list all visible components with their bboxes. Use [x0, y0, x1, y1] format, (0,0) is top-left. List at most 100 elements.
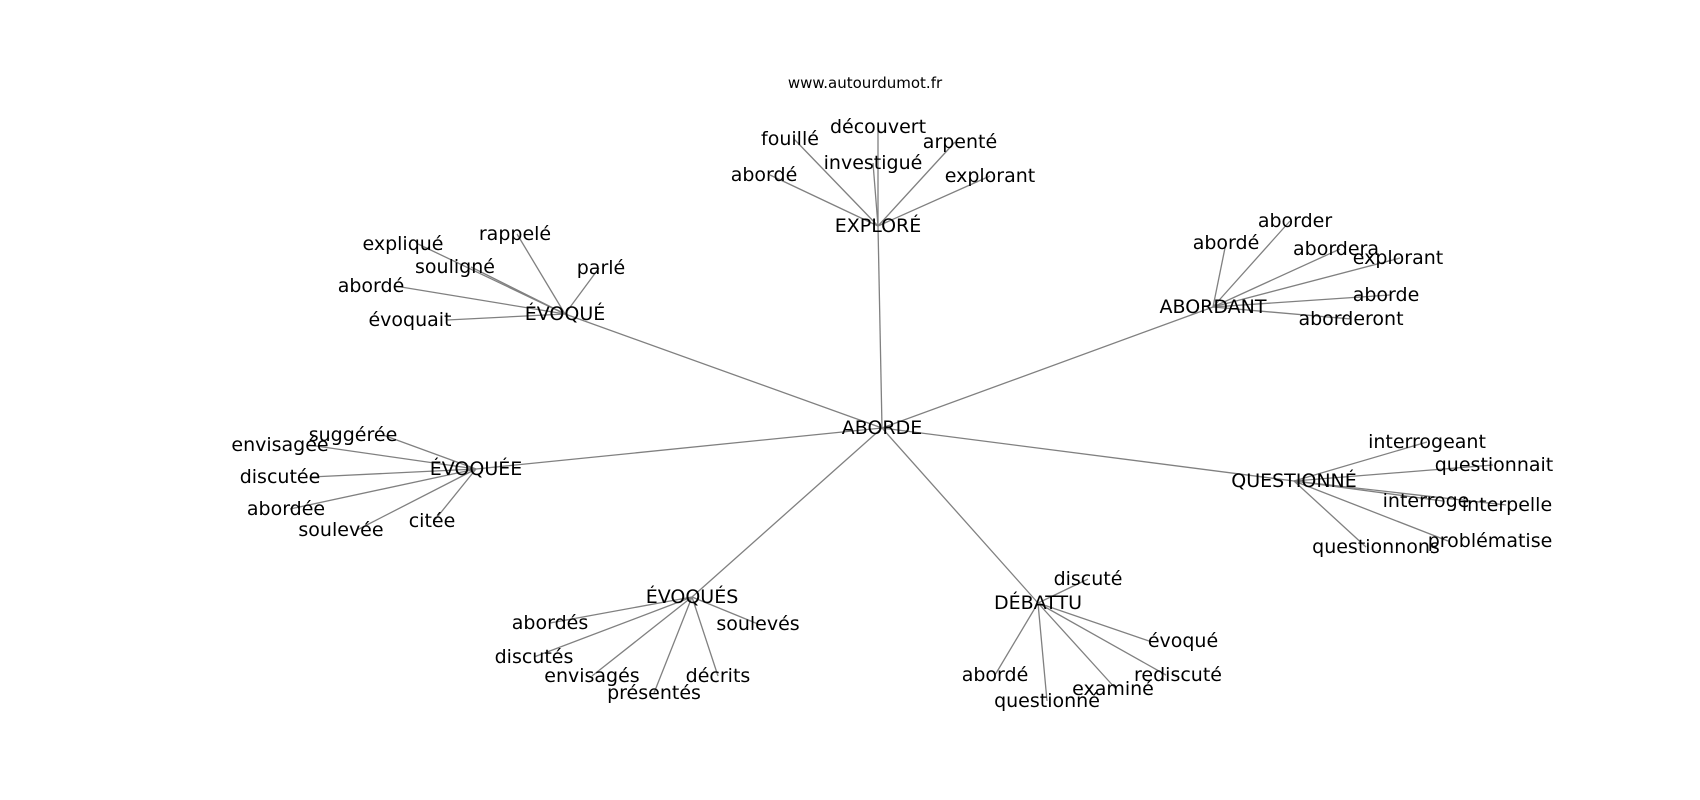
leaf-word: questionné	[994, 690, 1100, 712]
leaf-edge	[310, 468, 477, 478]
leaf-edge	[1293, 464, 1494, 482]
leaf-edge	[1212, 248, 1341, 308]
leaf-edge	[382, 434, 477, 470]
leaf-word: discuté	[1054, 568, 1123, 590]
source-watermark: www.autourdumot.fr	[788, 74, 943, 92]
leaf-edge	[1212, 242, 1227, 308]
root-edge	[691, 427, 883, 598]
root-edge	[881, 306, 1214, 429]
leaf-word: rappelé	[479, 223, 551, 245]
leaf-edge	[653, 596, 693, 694]
leaf-word: interrogeant	[1368, 431, 1486, 453]
leaf-word: investigué	[824, 152, 923, 174]
leaf-word: examiné	[1072, 678, 1154, 700]
leaf-word: rediscuté	[1134, 664, 1222, 686]
leaf-edge	[564, 267, 600, 315]
leaf-word: abordé	[338, 275, 405, 297]
leaf-edge	[549, 596, 693, 624]
leaf-edge	[356, 468, 477, 531]
leaf-edge	[1037, 602, 1117, 690]
leaf-word: explorant	[1353, 247, 1444, 269]
leaf-word: expliqué	[362, 233, 443, 255]
root-edge	[877, 225, 883, 429]
leaf-word: envisagée	[231, 434, 328, 456]
leaf-edge	[1293, 480, 1507, 506]
leaf-word: évoqué	[1148, 630, 1218, 652]
edges-layer	[289, 127, 1507, 702]
leaf-word: questionnait	[1435, 454, 1554, 476]
leaf-word: aborder	[1258, 210, 1333, 232]
leaf-word: fouillé	[761, 128, 819, 150]
leaf-edge	[1212, 257, 1401, 308]
leaf-edge	[877, 141, 956, 227]
leaf-word: parlé	[577, 257, 625, 279]
leaf-edge	[470, 266, 566, 315]
leaf-word: souligné	[415, 256, 495, 278]
leaf-edge	[872, 162, 879, 227]
leaf-edge	[1037, 578, 1089, 604]
hub-word: ÉVOQUÉE	[430, 457, 523, 480]
leaf-word: abordés	[512, 612, 588, 634]
leaf-word: abordé	[731, 164, 798, 186]
leaf-word: arpenté	[923, 131, 997, 153]
leaf-word: aborderont	[1298, 308, 1403, 330]
leaf-word: découvert	[830, 116, 926, 138]
hub-word: ÉVOQUÉ	[525, 302, 606, 325]
leaf-edge	[1293, 480, 1367, 548]
leaf-word: citée	[409, 510, 456, 532]
root-word: ABORDE	[842, 417, 923, 439]
leaf-edge	[433, 468, 477, 522]
root-edge	[881, 427, 1039, 604]
leaf-word: explorant	[945, 165, 1036, 187]
leaf-word: abordé	[1193, 232, 1260, 254]
leaf-edge	[1293, 441, 1428, 482]
hub-word: EXPLORÉ	[835, 214, 922, 237]
leaf-word: interpelle	[1462, 494, 1552, 516]
leaf-edge	[793, 138, 879, 227]
leaf-edge	[1037, 602, 1167, 676]
leaf-edge	[308, 444, 477, 470]
leaf-word: présentés	[607, 682, 701, 704]
leaf-edge	[994, 602, 1039, 676]
leaf-word: interroge	[1383, 490, 1470, 512]
leaf-edge	[691, 596, 719, 677]
hub-word: QUESTIONNÉ	[1231, 469, 1357, 492]
root-edge	[564, 313, 883, 429]
leaf-edge	[289, 468, 477, 510]
leaf-word: questionnons	[1312, 536, 1440, 558]
leaf-edge	[1212, 294, 1391, 308]
leaf-edge	[446, 313, 566, 321]
leaf-word: envisagés	[544, 665, 639, 687]
leaf-edge	[516, 233, 566, 315]
leaf-edge	[691, 596, 759, 625]
leaf-word: discutée	[240, 466, 321, 488]
labels-layer: www.autourdumot.fr découvert fouillé arpen…	[231, 74, 1553, 712]
leaf-edge	[1293, 480, 1449, 542]
leaf-word: abordée	[247, 498, 325, 520]
leaf-edge	[1212, 306, 1352, 320]
root-edge	[475, 427, 883, 470]
root-edge	[881, 427, 1295, 482]
leaf-edge	[394, 285, 566, 315]
leaf-word: discutés	[495, 646, 574, 668]
leaf-edge	[591, 596, 693, 677]
leaf-edge	[533, 596, 693, 658]
hub-word: ÉVOQUÉS	[646, 585, 739, 608]
leaf-word: évoquait	[368, 309, 451, 331]
leaf-edge	[769, 174, 879, 227]
leaf-word: aborde	[1353, 284, 1420, 306]
hub-word: ABORDANT	[1160, 296, 1267, 318]
leaf-edge	[1037, 602, 1150, 642]
leaf-word: problématise	[1428, 530, 1553, 552]
hub-word: DÉBATTU	[994, 591, 1082, 614]
leaf-word: abordera	[1293, 238, 1379, 260]
leaf-word: soulevée	[298, 519, 383, 541]
leaf-word: suggérée	[309, 424, 398, 446]
leaf-word: décrits	[686, 665, 751, 687]
leaf-word: soulevés	[716, 613, 799, 635]
leaf-edge	[1212, 220, 1291, 308]
leaf-edge	[1037, 602, 1048, 702]
leaf-word: abordé	[962, 664, 1029, 686]
leaf-edge	[877, 175, 991, 227]
